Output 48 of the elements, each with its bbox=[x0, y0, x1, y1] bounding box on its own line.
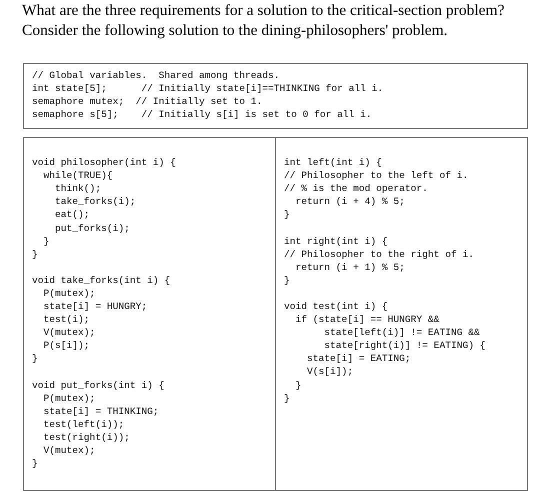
code-line: void philosopher(int i) { bbox=[32, 157, 176, 169]
code-line: int right(int i) { bbox=[284, 236, 388, 248]
code-line: int left(int i) { bbox=[284, 157, 382, 169]
code-line: eat(); bbox=[55, 209, 90, 222]
question-text: What are the three requirements for a solution to the critical-section problem? bbox=[22, 2, 504, 20]
code-line: // Global variables. Shared among threads. bbox=[32, 70, 280, 82]
code-line: } bbox=[32, 248, 38, 261]
code-line: state[left(i)] != EATING && bbox=[324, 327, 480, 340]
code-panel bbox=[23, 137, 276, 491]
code-line: } bbox=[284, 274, 290, 287]
code-line: semaphore mutex; // Initially set to 1. bbox=[32, 96, 262, 108]
code-line: void put_forks(int i) { bbox=[32, 380, 164, 392]
code-panel bbox=[23, 63, 528, 129]
code-line: } bbox=[32, 458, 38, 470]
code-line: } bbox=[296, 380, 302, 392]
code-line: test(right(i)); bbox=[44, 432, 130, 444]
code-line: P(mutex); bbox=[44, 392, 96, 405]
code-line: state[i] = EATING; bbox=[307, 353, 411, 366]
code-line: return (i + 4) % 5; bbox=[296, 196, 405, 208]
code-line: state[i] = HUNGRY; bbox=[44, 301, 148, 313]
code-panel bbox=[275, 137, 528, 491]
code-line: return (i + 1) % 5; bbox=[296, 262, 405, 274]
code-line: } bbox=[284, 209, 290, 222]
code-line: state[i] = THINKING; bbox=[44, 406, 159, 418]
code-line: void take_forks(int i) { bbox=[32, 274, 170, 287]
code-line: // % is the mod operator. bbox=[284, 183, 428, 196]
code-line: semaphore s[5]; // Initially s[i] is set to 0 for all i. bbox=[32, 109, 372, 122]
code-line: void test(int i) { bbox=[284, 300, 388, 313]
question-text: Consider the following solution to the dining-philosophers' problem. bbox=[22, 22, 448, 40]
code-line: } bbox=[284, 392, 290, 405]
code-line: P(s[i]); bbox=[44, 340, 90, 352]
code-line: while(TRUE){ bbox=[44, 170, 113, 182]
code-line: P(mutex); bbox=[44, 288, 96, 300]
code-line: state[right(i)] != EATING) { bbox=[324, 340, 486, 352]
code-line: think(); bbox=[55, 183, 102, 196]
code-line: // Philosopher to the right of i. bbox=[284, 248, 474, 261]
code-line: V(s[i]); bbox=[307, 366, 354, 378]
code-line: } bbox=[32, 353, 38, 366]
code-line: test(i); bbox=[44, 314, 90, 326]
code-line: put_forks(i); bbox=[55, 222, 130, 234]
code-line: take_forks(i); bbox=[55, 196, 136, 208]
code-line: V(mutex); bbox=[44, 327, 96, 340]
code-line: if (state[i] == HUNGRY && bbox=[296, 314, 440, 326]
code-line: V(mutex); bbox=[44, 445, 96, 457]
code-line: } bbox=[44, 236, 50, 248]
code-line: // Philosopher to the left of i. bbox=[284, 170, 468, 182]
code-line: test(left(i)); bbox=[44, 418, 124, 431]
code-line: int state[5]; // Initially state[i]==THINKING for all i. bbox=[32, 83, 384, 96]
